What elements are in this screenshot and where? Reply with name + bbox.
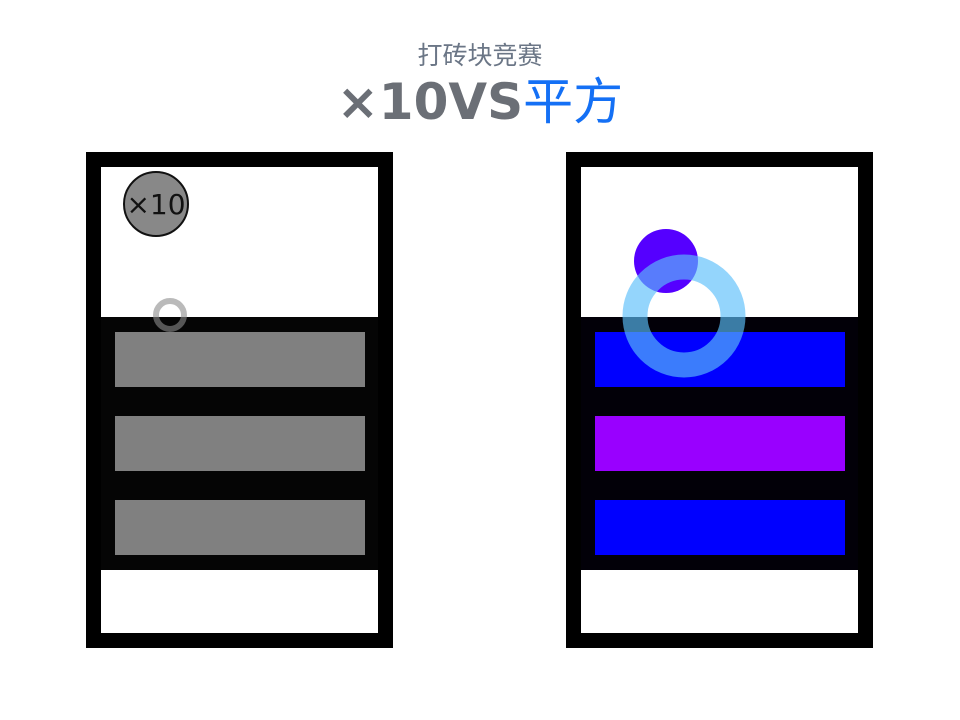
ring-ball: [153, 298, 187, 332]
ring-ball: [622, 254, 746, 378]
subtitle: 打砖块竞赛: [417, 41, 543, 70]
ball-label: ×10: [126, 188, 185, 221]
title-right: 平方: [523, 73, 624, 131]
bottom-area: [101, 570, 378, 633]
right-game-board: [566, 152, 873, 648]
bottom-area: [581, 570, 858, 633]
brick: [115, 332, 365, 387]
title: ×10VS平方: [0, 72, 960, 132]
brick: [595, 500, 845, 555]
left-game-board: ×10: [86, 152, 393, 648]
multiplier-ball: [123, 171, 189, 237]
brick: [115, 500, 365, 555]
brick: [115, 416, 365, 471]
brick: [595, 416, 845, 471]
title-left: ×10VS: [336, 73, 524, 131]
